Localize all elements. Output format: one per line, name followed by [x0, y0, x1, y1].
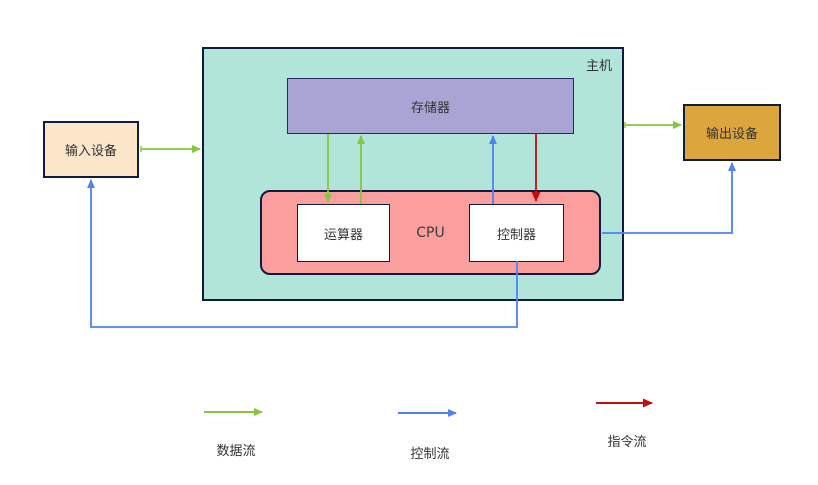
input-device-box: 输入设备 — [43, 121, 139, 178]
memory-label: 存储器 — [410, 100, 450, 116]
controller-box: 控制器 — [469, 204, 564, 262]
output-device-box: 输出设备 — [683, 104, 781, 161]
memory-box: 存储器 — [287, 78, 574, 134]
input-device-label: 输入设备 — [64, 144, 117, 159]
cpu-label: CPU — [416, 224, 445, 241]
output-device-label: 输出设备 — [705, 127, 758, 142]
alu-label: 运算器 — [323, 227, 363, 243]
legend-data-flow-label: 数据流 — [216, 444, 256, 459]
host-label: 主机 — [585, 59, 612, 74]
legend-control-flow-label: 控制流 — [410, 447, 450, 462]
legend-instruction-flow-label: 指令流 — [607, 435, 647, 450]
controller-label: 控制器 — [496, 227, 536, 243]
alu-box: 运算器 — [297, 204, 390, 262]
